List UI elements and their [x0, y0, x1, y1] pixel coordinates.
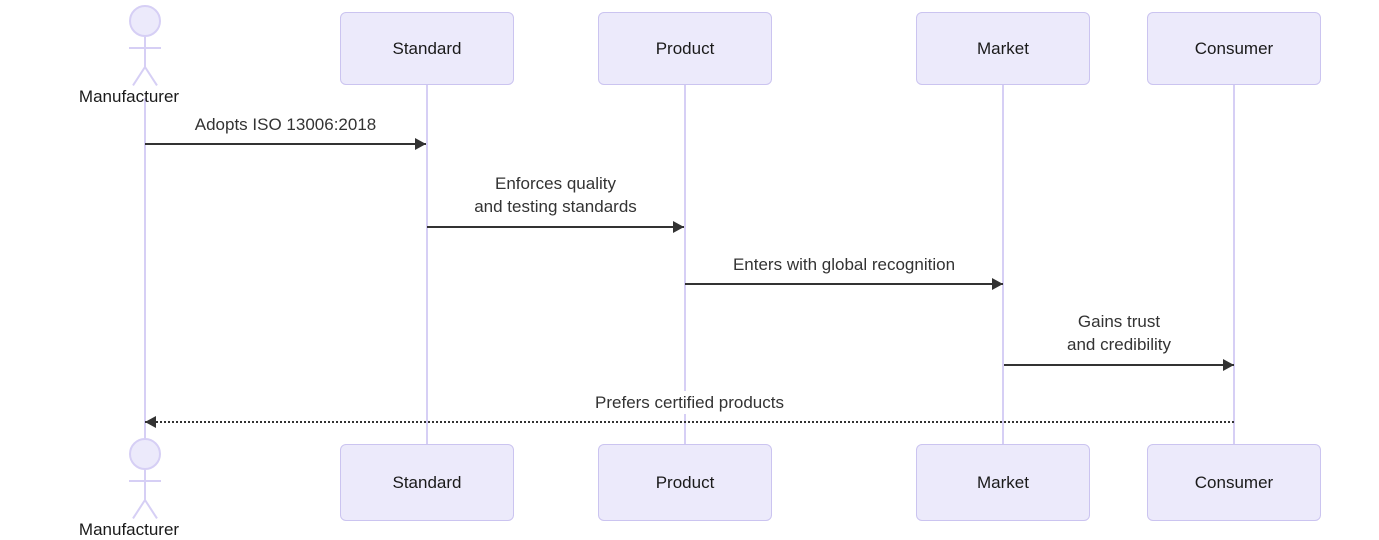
actor-body-icon	[144, 37, 146, 69]
message-label-2-line1: Enforces quality	[495, 174, 616, 193]
actor-leg-left-icon	[132, 66, 146, 86]
actor-leg-right-icon	[144, 66, 158, 86]
message-line-1	[145, 143, 426, 145]
message-line-2	[427, 226, 684, 228]
message-label-1: Adopts ISO 13006:2018	[190, 113, 381, 136]
actor-head-icon	[129, 438, 161, 470]
message-line-3	[685, 283, 1003, 285]
participant-label-market-top: Market	[977, 38, 1029, 58]
actor-arms-icon	[129, 47, 161, 49]
arrowhead-right-1	[415, 138, 426, 150]
actor-leg-left-icon	[132, 499, 146, 519]
participant-box-consumer-top[interactable]: Consumer	[1147, 12, 1321, 85]
message-label-4: Gains trust and credibility	[1063, 310, 1175, 356]
participant-box-product-top[interactable]: Product	[598, 12, 772, 85]
participant-box-consumer-bottom[interactable]: Consumer	[1147, 444, 1321, 521]
lifeline-product	[684, 85, 686, 445]
actor-head-icon	[129, 5, 161, 37]
lifeline-standard	[426, 85, 428, 445]
arrowhead-right-3	[992, 278, 1003, 290]
lifeline-consumer	[1233, 85, 1235, 445]
actor-label-top: Manufacturer	[78, 87, 180, 106]
arrowhead-left-5	[145, 416, 156, 428]
actor-label-bottom: Manufacturer	[78, 520, 180, 539]
message-label-3: Enters with global recognition	[728, 253, 960, 276]
participant-label-standard-top: Standard	[392, 38, 462, 58]
participant-box-market-top[interactable]: Market	[916, 12, 1090, 85]
participant-box-product-bottom[interactable]: Product	[598, 444, 772, 521]
message-line-5	[145, 421, 1234, 423]
actor-body-icon	[144, 470, 146, 502]
participant-box-market-bottom[interactable]: Market	[916, 444, 1090, 521]
message-line-4	[1004, 364, 1234, 366]
participant-box-standard-bottom[interactable]: Standard	[340, 444, 514, 521]
message-label-2: Enforces quality and testing standards	[470, 172, 641, 218]
lifeline-market	[1002, 85, 1004, 445]
arrowhead-right-4	[1223, 359, 1234, 371]
participant-label-market-bottom: Market	[977, 472, 1029, 492]
arrowhead-right-2	[673, 221, 684, 233]
message-label-4-line2: and credibility	[1067, 335, 1171, 354]
actor-leg-right-icon	[144, 499, 158, 519]
participant-label-product-bottom: Product	[655, 472, 715, 492]
participant-label-product-top: Product	[655, 38, 715, 58]
message-label-4-line1: Gains trust	[1077, 312, 1161, 331]
participant-box-standard-top[interactable]: Standard	[340, 12, 514, 85]
message-label-5: Prefers certified products	[591, 391, 788, 414]
actor-arms-icon	[129, 480, 161, 482]
participant-label-consumer-bottom: Consumer	[1194, 472, 1274, 492]
participant-label-standard-bottom: Standard	[392, 472, 462, 492]
message-label-2-line2: and testing standards	[474, 197, 637, 216]
participant-label-consumer-top: Consumer	[1194, 38, 1274, 58]
lifeline-manufacturer	[144, 98, 146, 443]
